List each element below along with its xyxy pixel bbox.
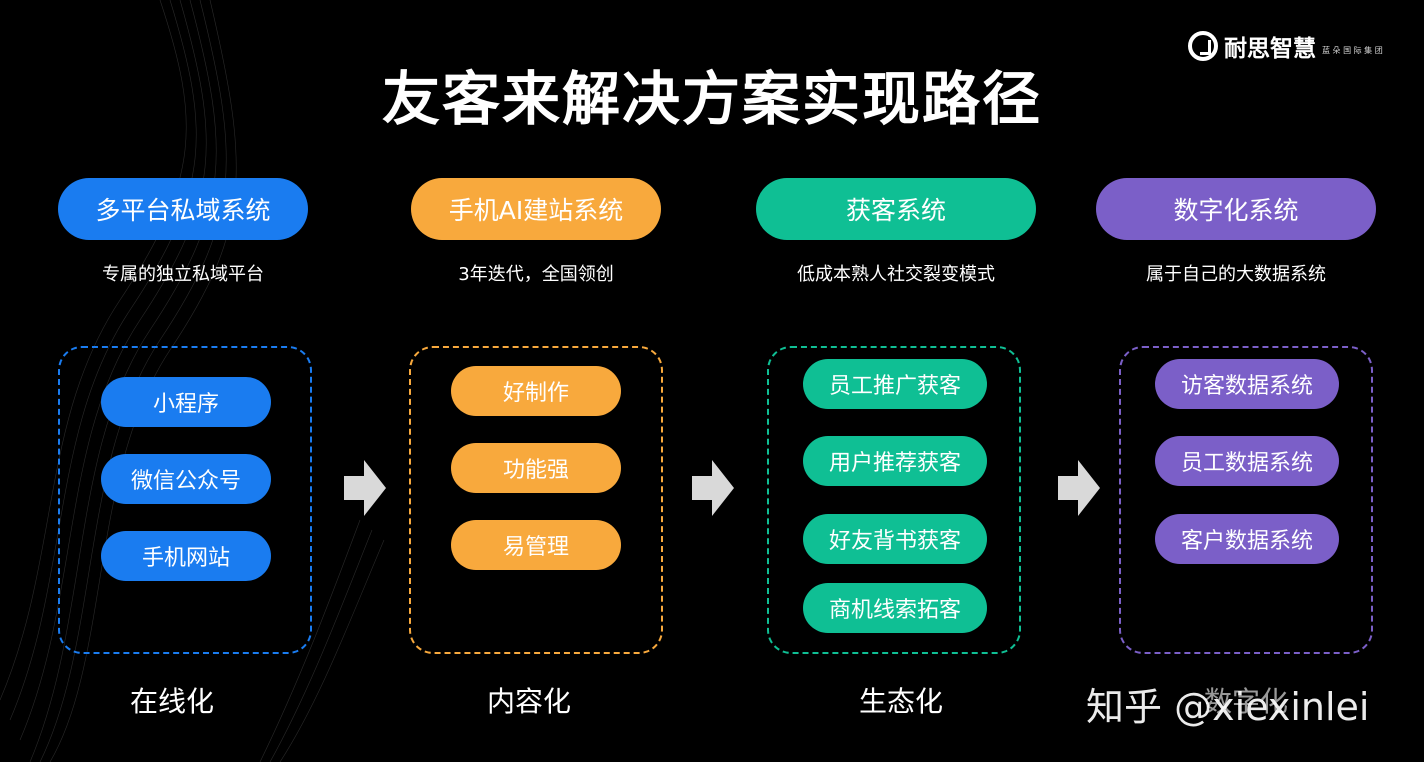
column-description: 低成本熟人社交裂变模式 (797, 264, 995, 285)
ecology-box (767, 346, 1021, 654)
logo-icon (1188, 31, 1218, 61)
item-customer-data: 客户数据系统 (1155, 514, 1339, 564)
column-description: 3年迭代，全国领创 (458, 264, 614, 285)
column-header: 手机AI建站系统 (411, 178, 661, 240)
column-digital: 数字化系统 属于自己的大数据系统 (1096, 178, 1376, 286)
item-employee-data: 员工数据系统 (1155, 436, 1339, 486)
online-box (58, 346, 312, 654)
arrow-right-icon (692, 460, 734, 516)
stage-label-online: 在线化 (129, 685, 214, 718)
item-powerful: 功能强 (451, 443, 621, 493)
column-ecology: 获客系统 低成本熟人社交裂变模式 (756, 178, 1036, 286)
stage-label-content: 内容化 (486, 685, 571, 718)
column-header: 获客系统 (756, 178, 1036, 240)
item-easy-manage: 易管理 (451, 520, 621, 570)
logo-name: 耐思智慧 (1224, 36, 1316, 62)
page-title: 友客来解决方案实现路径 (381, 65, 1042, 133)
column-header: 数字化系统 (1096, 178, 1376, 240)
item-friend-endorse: 好友背书获客 (803, 514, 987, 564)
item-easy-make: 好制作 (451, 366, 621, 416)
stage-label-ecology: 生态化 (858, 685, 943, 718)
column-description: 属于自己的大数据系统 (1146, 264, 1326, 285)
stage-label-digital: 数字化 (1203, 685, 1288, 718)
content-box (409, 346, 663, 654)
watermark: 知乎 @xiexinlei (1086, 685, 1370, 729)
column-description: 专属的独立私域平台 (102, 264, 264, 285)
arrow-right-icon (1058, 460, 1100, 516)
item-visitor-data: 访客数据系统 (1155, 359, 1339, 409)
column-online: 多平台私域系统 专属的独立私域平台 (58, 178, 338, 286)
column-content: 手机AI建站系统 3年迭代，全国领创 (411, 178, 691, 286)
digital-box (1119, 346, 1373, 654)
column-header: 多平台私域系统 (58, 178, 308, 240)
item-mini-program: 小程序 (101, 377, 271, 427)
item-mobile-site: 手机网站 (101, 531, 271, 581)
item-user-referral: 用户推荐获客 (803, 436, 987, 486)
item-business-leads: 商机线索拓客 (803, 583, 987, 633)
item-employee-promo: 员工推广获客 (803, 359, 987, 409)
brand-logo: 耐思智慧 蓝 朵 国 际 集 团 (1188, 28, 1398, 64)
item-wechat-official: 微信公众号 (101, 454, 271, 504)
arrow-right-icon (344, 460, 386, 516)
logo-subtitle: 蓝 朵 国 际 集 团 (1322, 45, 1383, 55)
